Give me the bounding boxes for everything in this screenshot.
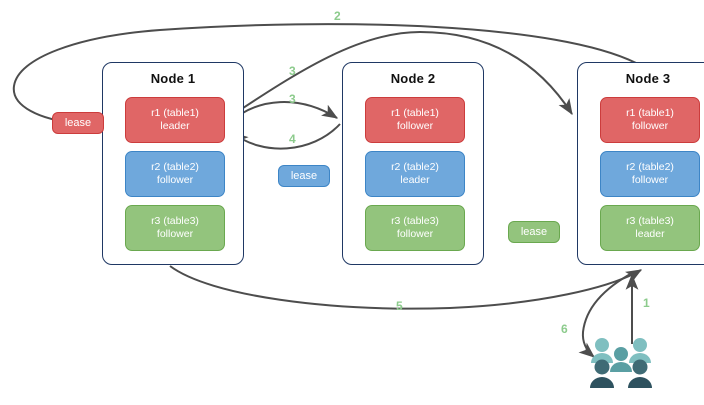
node-2-replica-r3[interactable]: r3 (table3) follower	[365, 205, 465, 251]
replica-line1: r2 (table2)	[626, 161, 674, 173]
replica-line2: leader	[635, 228, 665, 240]
step-label-3a: 3	[289, 64, 296, 78]
step-label-1: 1	[643, 296, 650, 310]
node-2-title: Node 2	[390, 71, 436, 86]
node-2-replica-r2[interactable]: r2 (table2) leader	[365, 151, 465, 197]
edge-6-client-response	[578, 271, 635, 358]
node-3-replica-r3[interactable]: r3 (table3) leader	[600, 205, 700, 251]
node-3-title: Node 3	[625, 71, 671, 86]
node-2[interactable]: Node 2 r1 (table1) follower r2 (table2) …	[342, 62, 484, 265]
node-3-replica-r2[interactable]: r2 (table2) follower	[600, 151, 700, 197]
node-1-replica-r1[interactable]: r1 (table1) leader	[125, 97, 225, 143]
step-label-3b: 3	[289, 92, 296, 106]
replica-line1: r1 (table1)	[626, 107, 674, 119]
replica-line2: follower	[156, 228, 194, 240]
edge-5-node1-to-node3	[169, 265, 643, 310]
node-3[interactable]: Node 3 r1 (table1) follower r2 (table2) …	[577, 62, 704, 265]
replica-line2: leader	[160, 120, 190, 132]
node-2-replica-r1[interactable]: r1 (table1) follower	[365, 97, 465, 143]
step-label-2: 2	[334, 9, 341, 23]
edge-3-node1-to-node2	[228, 101, 339, 124]
node-1-replica-r2[interactable]: r2 (table2) follower	[125, 151, 225, 197]
node-3-replica-r1[interactable]: r1 (table1) follower	[600, 97, 700, 143]
lease-badge-table3[interactable]: lease	[508, 221, 560, 243]
node-1-replica-r3[interactable]: r3 (table3) follower	[125, 205, 225, 251]
replica-line2: follower	[396, 228, 434, 240]
step-label-4: 4	[289, 132, 296, 146]
edge-4-node2-to-node1	[232, 123, 341, 150]
replica-line1: r3 (table3)	[626, 215, 674, 227]
lease-badge-table2[interactable]: lease	[278, 165, 330, 187]
step-label-5: 5	[396, 299, 403, 313]
replica-line2: follower	[156, 174, 194, 186]
replica-line2: follower	[631, 174, 669, 186]
replica-line1: r2 (table2)	[391, 161, 439, 173]
edge-2-lease-transfer	[12, 23, 641, 129]
edge-3-node1-to-node3	[227, 30, 573, 119]
replica-line1: r2 (table2)	[151, 161, 199, 173]
clients-group-icon	[590, 338, 652, 388]
replica-line2: follower	[631, 120, 669, 132]
replica-line2: follower	[396, 120, 434, 132]
step-label-6: 6	[561, 322, 568, 336]
replica-line1: r1 (table1)	[391, 107, 439, 119]
lease-badge-table1[interactable]: lease	[52, 112, 104, 134]
replica-line1: r1 (table1)	[151, 107, 199, 119]
replica-line1: r3 (table3)	[151, 215, 199, 227]
node-1-title: Node 1	[150, 71, 196, 86]
node-1[interactable]: Node 1 r1 (table1) leader r2 (table2) fo…	[102, 62, 244, 265]
replica-line2: leader	[400, 174, 430, 186]
replica-line1: r3 (table3)	[391, 215, 439, 227]
